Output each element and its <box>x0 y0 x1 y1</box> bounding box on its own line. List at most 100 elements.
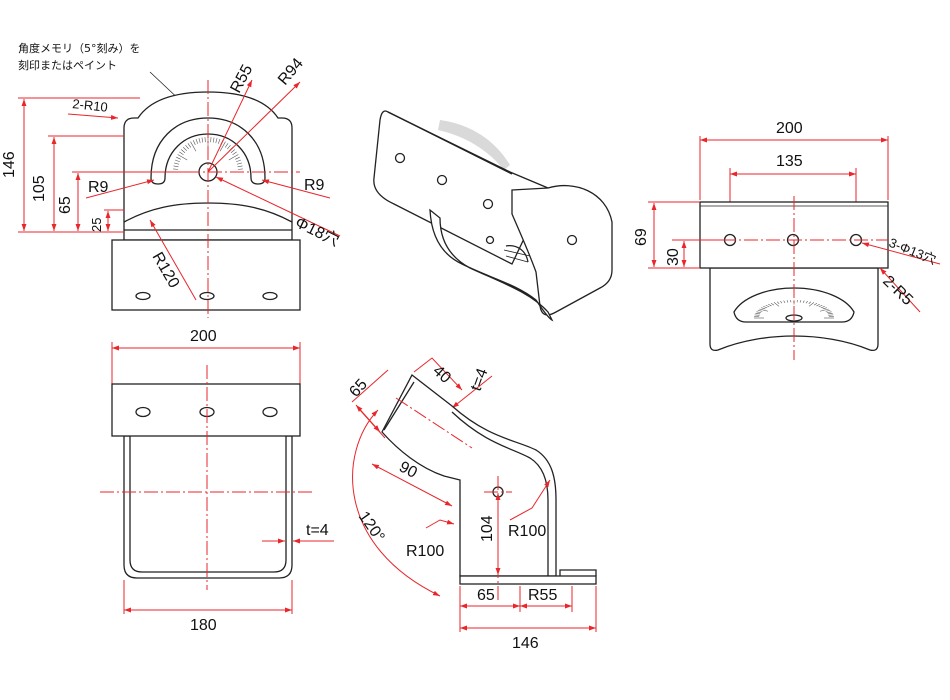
label-69: 69 <box>633 228 650 246</box>
bottom-view: 200 t=4 180 <box>100 328 334 634</box>
iso-slot <box>485 235 495 245</box>
protractor-tick <box>761 307 766 310</box>
top-protractor-ticks <box>754 300 834 319</box>
side-base-plate <box>459 575 597 585</box>
label-120: 120° <box>355 509 388 546</box>
front-view: 146 105 65 25 R55 R94 2-R10 R9 R9 Φ18穴 R… <box>1 55 342 318</box>
label-r94: R94 <box>275 55 307 88</box>
dim-r100-right <box>509 479 551 521</box>
iso-hole-2 <box>436 174 448 186</box>
iso-scale-marks <box>503 249 531 263</box>
label-r100-right: R100 <box>508 523 546 540</box>
iso-side-plate <box>511 184 613 316</box>
iso-hole-1 <box>394 152 406 164</box>
label-65-side: 65 <box>346 376 371 401</box>
protractor-tick <box>237 165 243 168</box>
protractor-tick <box>212 137 215 143</box>
protractor-tick <box>174 162 180 165</box>
protractor-tick <box>816 303 820 307</box>
protractor-tick <box>786 300 789 303</box>
protractor-tick <box>780 300 783 304</box>
protractor-tick <box>802 300 805 303</box>
front-scale-slot <box>150 117 266 185</box>
protractor-tick <box>763 306 768 309</box>
label-holes: 3-Φ13穴 <box>887 235 938 267</box>
dim-65-side <box>355 404 381 433</box>
iso-hole-3 <box>482 198 494 210</box>
protractor-tick <box>228 154 239 161</box>
front-base-slot-mid <box>199 291 215 301</box>
dim-hole-leader <box>215 176 341 237</box>
protractor-tick <box>756 311 762 313</box>
dim-r10-leader <box>67 113 119 120</box>
protractor-tick <box>187 143 192 148</box>
protractor-tick <box>227 144 231 150</box>
label-t4-side: t=4 <box>468 366 492 393</box>
scale-note: 角度メモリ（5°刻み）を 刻印またはペイント <box>18 41 185 105</box>
label-200-top: 200 <box>776 120 803 137</box>
bottom-channel <box>123 435 293 579</box>
protractor-tick <box>185 144 189 150</box>
protractor-tick <box>813 303 818 306</box>
dim-r55-line <box>207 79 253 173</box>
iso-shadow-top <box>438 120 510 170</box>
label-r9-left: R9 <box>88 179 109 196</box>
protractor-tick <box>175 159 180 163</box>
protractor-tick <box>198 138 201 144</box>
label-r10: 2-R10 <box>72 96 109 115</box>
label-40-side: 40 <box>429 362 454 387</box>
label-t4-bottom: t=4 <box>306 522 329 539</box>
dim-holes-leader <box>861 242 941 265</box>
iso-curved-channel <box>429 208 554 322</box>
dim-t4-side <box>451 375 493 409</box>
note-line-1: 角度メモリ（5°刻み）を <box>18 41 141 55</box>
protractor-tick <box>236 159 241 163</box>
iso-top-flange <box>373 110 549 265</box>
protractor-tick <box>826 311 832 313</box>
protractor-tick <box>819 308 829 312</box>
protractor-tick <box>201 137 204 143</box>
protractor-tick <box>179 151 184 156</box>
label-r9-right: R9 <box>304 177 325 194</box>
side-view: 65 40 t=4 90 120° R100 R100 104 <box>346 357 597 652</box>
protractor-tick <box>217 139 221 144</box>
dim-r120-line <box>149 219 197 301</box>
dim-120-arc <box>352 409 441 597</box>
label-r55-bottom: R55 <box>528 587 557 604</box>
isometric-view <box>373 110 613 322</box>
protractor-tick <box>820 306 825 309</box>
protractor-tick <box>776 301 780 304</box>
dim-r9-left-leader <box>85 179 155 199</box>
front-base-slot-right <box>262 291 278 301</box>
protractor-tick <box>757 310 763 312</box>
protractor-tick <box>177 154 188 161</box>
ext-65-a <box>351 369 389 403</box>
label-200-bottom: 200 <box>190 328 217 345</box>
protractor-tick <box>773 302 780 307</box>
front-protractor-ticks <box>173 137 243 173</box>
protractor-tick <box>236 162 242 165</box>
protractor-tick <box>759 308 769 312</box>
label-r100-left: R100 <box>406 543 444 560</box>
protractor-tick <box>173 165 179 168</box>
label-30: 30 <box>665 248 682 266</box>
front-base-slot-left <box>135 291 151 301</box>
protractor-tick <box>224 143 229 148</box>
dim-r94-line <box>207 81 301 173</box>
label-135: 135 <box>776 153 803 170</box>
protractor-tick <box>190 141 197 152</box>
protractor-tick <box>783 300 786 303</box>
side-inner-curve <box>451 411 549 576</box>
protractor-tick <box>808 301 812 304</box>
label-180: 180 <box>190 617 217 634</box>
note-line-2: 刻印またはペイント <box>18 58 117 72</box>
protractor-tick <box>230 149 236 153</box>
bottom-slot-right <box>262 406 278 418</box>
label-r5: 2-R5 <box>879 273 916 309</box>
dim-r5-leader <box>879 267 921 313</box>
protractor-tick <box>232 151 237 156</box>
dim-40-side <box>413 357 463 391</box>
protractor-tick <box>215 138 218 144</box>
top-view: 200 135 69 30 3-Φ13穴 2-R5 <box>633 120 941 360</box>
